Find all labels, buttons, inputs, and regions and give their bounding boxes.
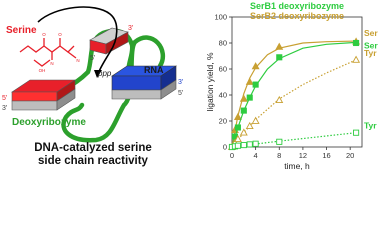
data-point (245, 121, 254, 130)
y-tick-label: 0 (223, 143, 227, 152)
y-tick-label: 100 (214, 13, 227, 22)
chart-plot-area (228, 37, 361, 151)
x-tick-label: 12 (299, 151, 307, 160)
scheme-diagram: O N O N OH Serine Deoxyribozyme RNA ppp … (2, 6, 183, 143)
data-point (252, 140, 259, 147)
data-point (233, 112, 242, 120)
data-point (251, 116, 260, 124)
data-point (251, 62, 260, 70)
data-point (233, 134, 242, 143)
end-label-5-top: 5' (90, 55, 95, 62)
y-tick-label: 60 (219, 65, 227, 74)
deoxyribozyme-label: Deoxyribozyme (12, 117, 86, 128)
left-duplex-block (11, 79, 76, 111)
end-label-5-rna: 5' (178, 90, 183, 97)
end-label-3-rna: 3' (178, 79, 183, 86)
data-point (353, 39, 360, 47)
serine-atom-hydroxyl: OH (39, 68, 46, 73)
data-point (240, 107, 247, 114)
data-point (276, 138, 283, 145)
series-serb2-tyr (228, 55, 361, 150)
data-point (245, 77, 254, 85)
chart-axes: 0 4 8 12 16 20 0 20 40 60 80 100 (214, 13, 363, 160)
data-point (246, 141, 253, 148)
data-point (246, 94, 253, 101)
scheme-caption-line1: DNA-catalyzed serine (34, 142, 152, 154)
data-point (352, 55, 361, 63)
data-point (252, 81, 259, 88)
data-point (240, 141, 247, 149)
x-tick-label: 16 (322, 151, 330, 160)
end-label-3-top: 3' (128, 25, 133, 32)
series-end-label: Tyr (364, 48, 377, 58)
data-point (239, 128, 248, 136)
y-axis-label: ligation yield, % (205, 52, 215, 112)
data-point (275, 42, 284, 50)
scheme-caption-line2: side chain reactivity (38, 155, 148, 167)
data-point (276, 54, 283, 61)
serine-atom-nitrogen: N (50, 61, 53, 66)
ligation-chart: 0 4 8 12 16 20 0 20 40 60 80 100 time, h ligation yi… (205, 1, 378, 171)
series-serb1-tyr (228, 129, 360, 151)
series-serb2-ser (228, 37, 361, 150)
x-axis-label: time, h (284, 161, 310, 171)
series-end-label: Ser (364, 28, 378, 38)
end-label-3-left: 3' (2, 105, 7, 112)
data-point (275, 95, 284, 104)
reaction-arrow (37, 6, 118, 78)
x-tick-label: 8 (277, 151, 281, 160)
y-tick-label: 20 (219, 117, 227, 126)
end-label-5-left: 5' (2, 95, 7, 102)
x-tick-label: 0 (230, 151, 234, 160)
x-tick-label: 4 (254, 151, 258, 160)
y-tick-label: 80 (219, 39, 227, 48)
serine-atom-nitrogen: N (76, 58, 79, 63)
ppp-label: ppp (97, 69, 112, 78)
series-line (231, 40, 357, 148)
data-point (234, 124, 241, 131)
serine-atoms: O N O N OH (39, 32, 80, 73)
rna-label: RNA (144, 65, 164, 75)
chart-title-line: SerB1 deoxyribozyme (250, 1, 344, 11)
rna-duplex-block (111, 65, 177, 100)
data-point (353, 129, 360, 136)
series-serb1-ser (228, 39, 360, 151)
plot-frame (231, 16, 363, 148)
serine-atom-oxygen: O (42, 32, 46, 37)
serine-label: Serine (6, 25, 37, 36)
chart-title-line: SerB2 deoxyribozyme (250, 11, 344, 21)
series-end-label: Ser (364, 40, 378, 50)
data-point (239, 94, 248, 102)
serine-structure (19, 38, 77, 67)
series-line (231, 41, 357, 148)
y-tick-label: 40 (219, 91, 227, 100)
chart-labels: time, h ligation yield, % SerB1 deoxyriboz… (205, 1, 378, 171)
series-line (231, 59, 357, 148)
x-tick-label: 20 (346, 151, 354, 160)
serine-atom-oxygen: O (58, 32, 62, 37)
data-point (234, 142, 241, 149)
series-end-label: Tyr (364, 121, 377, 131)
